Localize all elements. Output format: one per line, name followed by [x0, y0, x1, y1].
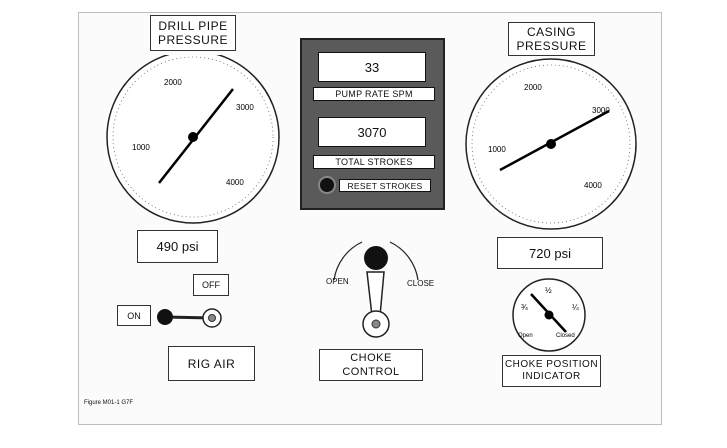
choke-position-label-line1: CHOKE POSITION	[504, 359, 599, 370]
rig-air-off-button[interactable]: OFF	[193, 274, 229, 296]
total-strokes-value: 3070	[357, 124, 387, 140]
rig-air-on-button[interactable]: ON	[117, 305, 151, 326]
choke-close-label: CLOSE	[407, 279, 435, 288]
casing-readout: 720 psi	[497, 237, 603, 269]
drill-pipe-title-line2: PRESSURE	[157, 33, 229, 47]
choke-position-gauge: ½ ¾ ¼ Open Closed	[512, 278, 586, 352]
choke-pos-half: ½	[545, 286, 552, 295]
rig-air-label-text: RIG AIR	[187, 356, 236, 371]
dp-tick-4000: 4000	[226, 178, 244, 187]
choke-pos-closed: Closed	[556, 333, 575, 339]
reset-strokes-label-text: RESET STROKES	[347, 180, 423, 191]
choke-pos-open: Open	[518, 333, 533, 339]
choke-control-label-text: CHOKE CONTROL	[342, 352, 400, 378]
dp-tick-2000: 2000	[164, 78, 182, 87]
casing-title-line2: PRESSURE	[516, 39, 587, 53]
rig-air-label: RIG AIR	[168, 346, 255, 381]
casing-needle-hub	[546, 139, 556, 149]
pump-rate-display: 33	[318, 52, 426, 82]
choke-open-label: OPEN	[326, 277, 349, 286]
reset-strokes-button[interactable]	[318, 176, 336, 194]
casing-readout-value: 720 psi	[529, 245, 571, 261]
casing-pressure-title: CASING PRESSURE	[508, 22, 595, 56]
choke-pos-needle-hub	[544, 310, 554, 320]
choke-position-label-line2: INDICATOR	[522, 371, 581, 382]
drill-pipe-readout: 490 psi	[137, 230, 218, 263]
figure-caption: Figure M01-1 G7F	[84, 400, 134, 406]
dp-tick-1000: 1000	[132, 143, 150, 152]
choke-pos-quarter: ¼	[572, 303, 579, 312]
rig-air-off-label: OFF	[202, 280, 220, 290]
rig-air-on-label: ON	[127, 310, 141, 321]
casing-tick-2000: 2000	[524, 83, 542, 92]
casing-title-line1: CASING	[526, 25, 576, 39]
casing-tick-3000: 3000	[592, 106, 610, 115]
pump-rate-value: 33	[364, 59, 380, 75]
total-strokes-display: 3070	[318, 117, 426, 147]
rig-air-toggle-switch[interactable]	[150, 305, 230, 333]
drill-pipe-pressure-title: DRILL PIPE PRESSURE	[150, 15, 236, 51]
pump-rate-label: PUMP RATE SPM	[313, 87, 435, 101]
dp-needle-hub	[188, 132, 198, 142]
drill-pipe-pressure-gauge: 1000 2000 3000 4000	[106, 55, 280, 224]
pump-rate-label-text: PUMP RATE SPM	[335, 89, 413, 99]
casing-tick-1000: 1000	[488, 145, 506, 154]
casing-pressure-gauge: 1000 2000 3000 4000	[465, 58, 637, 230]
total-strokes-label-text: TOTAL STROKES	[335, 157, 413, 167]
drill-pipe-title-line1: DRILL PIPE	[158, 19, 228, 33]
choke-position-label: CHOKE POSITION INDICATOR	[502, 355, 601, 387]
choke-control-label: CHOKE CONTROL	[319, 349, 423, 381]
pump-panel: 33 PUMP RATE SPM 3070 TOTAL STROKES RESE…	[300, 38, 445, 210]
choke-control-lever[interactable]	[320, 232, 432, 350]
dp-tick-3000: 3000	[236, 103, 254, 112]
drill-pipe-readout-value: 490 psi	[156, 239, 199, 254]
casing-tick-4000: 4000	[584, 181, 602, 190]
total-strokes-label: TOTAL STROKES	[313, 155, 435, 169]
reset-strokes-label: RESET STROKES	[339, 179, 431, 192]
choke-pos-three-quarter: ¾	[521, 303, 528, 312]
